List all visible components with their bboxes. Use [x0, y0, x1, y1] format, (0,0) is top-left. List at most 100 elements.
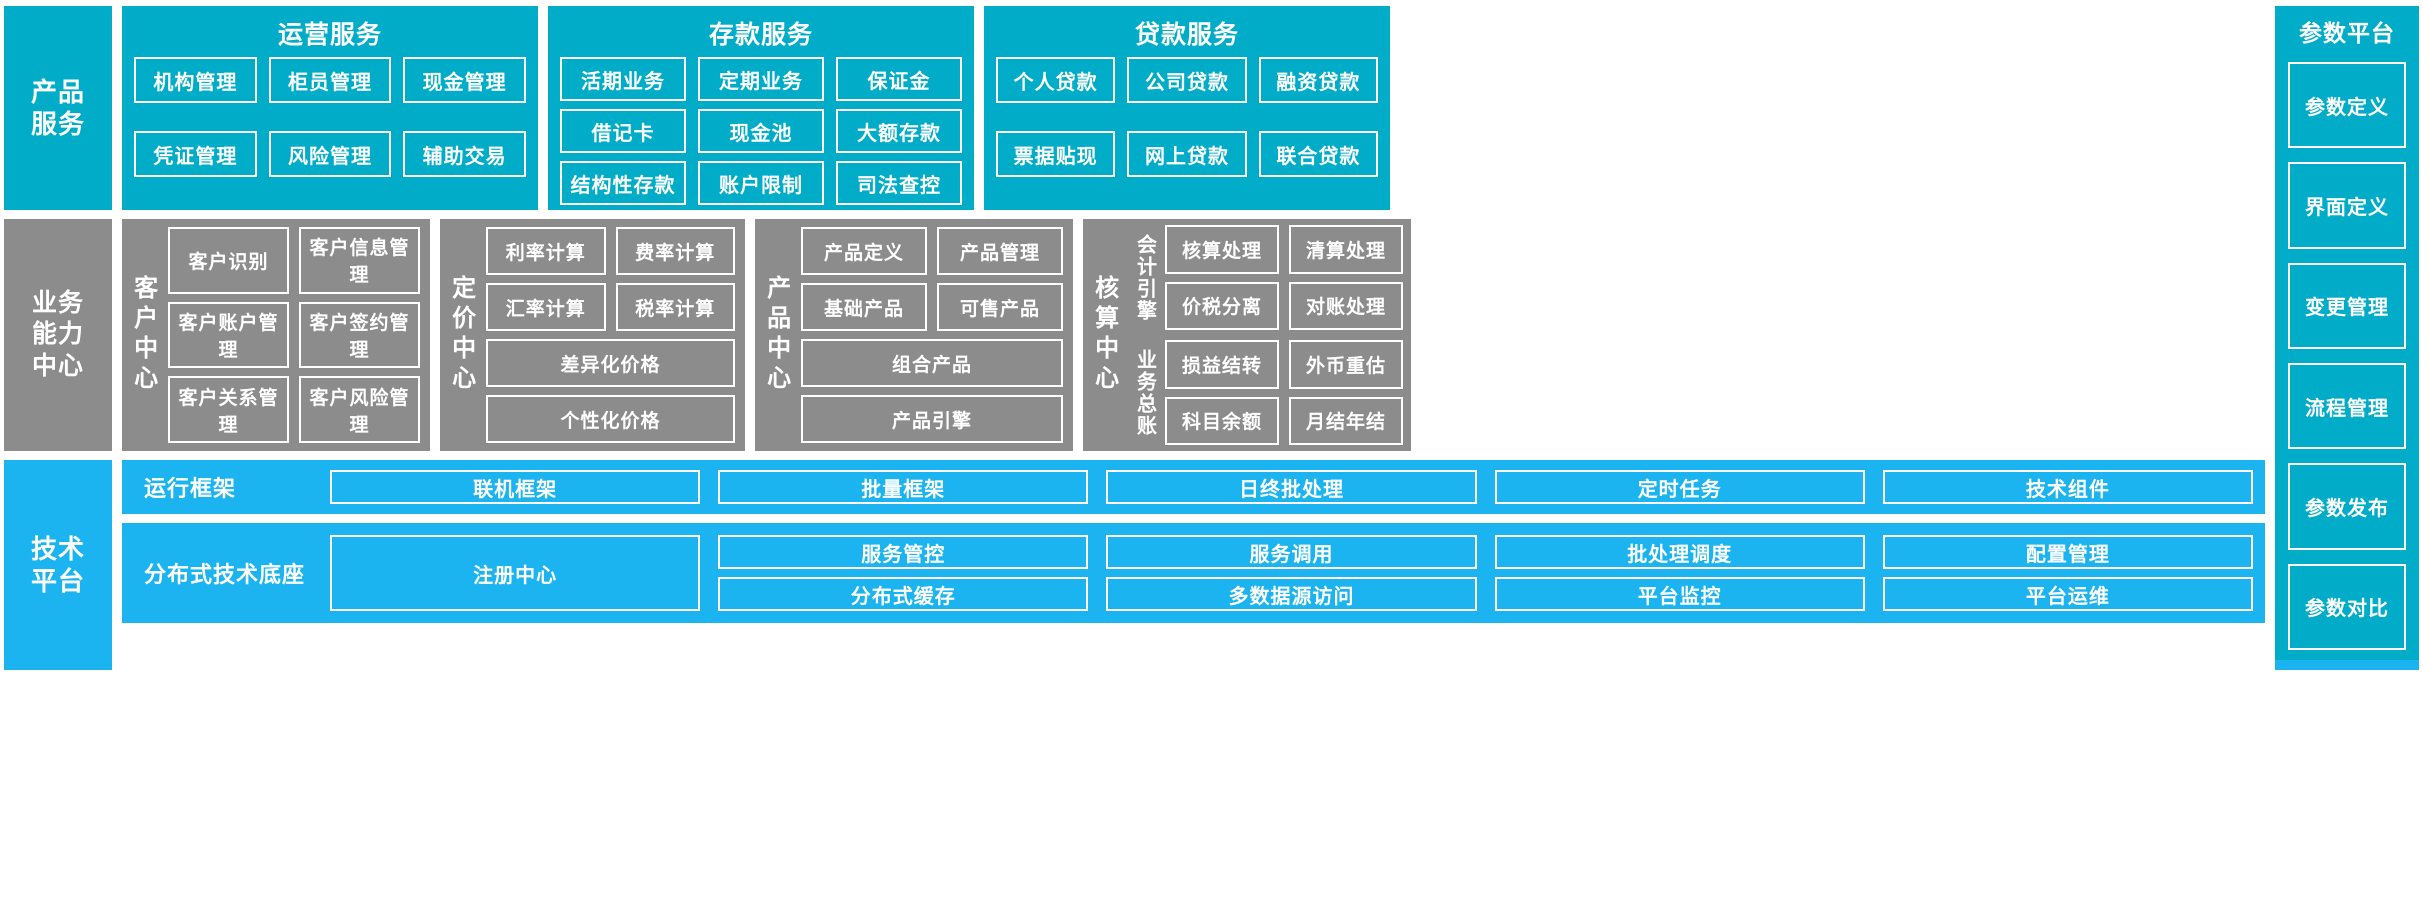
technical-platform-side-label: 技术平台 [4, 460, 112, 670]
item-deposit-7[interactable]: 账户限制 [698, 161, 824, 205]
item-foundation-6[interactable]: 平台监控 [1494, 577, 1865, 611]
business-capability-row: 业务能力中心 客户中心 客户识别 客户信息管理 客户账户管理 客户签约管理 客户… [4, 219, 2419, 451]
item-deposit-0[interactable]: 活期业务 [560, 57, 686, 101]
item-loan-0[interactable]: 个人贷款 [996, 57, 1116, 103]
technical-platform-row: 技术平台 运行框架 联机框架 批量框架 日终批处理 定时任务 技术组件 分布式技… [4, 460, 2419, 670]
item-loan-2[interactable]: 融资贷款 [1258, 57, 1378, 103]
item-product-5[interactable]: 产品引擎 [801, 395, 1063, 443]
item-pricing-1[interactable]: 费率计算 [615, 227, 735, 275]
item-customer-0[interactable]: 客户识别 [168, 227, 289, 294]
item-operation-1[interactable]: 柜员管理 [268, 57, 392, 103]
item-foundation-5[interactable]: 多数据源访问 [1106, 577, 1477, 611]
item-customer-3[interactable]: 客户签约管理 [299, 301, 420, 369]
item-param-3[interactable]: 流程管理 [2288, 362, 2406, 450]
center-customer-items: 客户识别 客户信息管理 客户账户管理 客户签约管理 客户关系管理 客户风险管理 [164, 219, 430, 451]
item-customer-5[interactable]: 客户风险管理 [299, 376, 420, 444]
group-deposit-service: 存款服务 活期业务 定期业务 保证金 借记卡 现金池 大额存款 结构性存款 账户… [548, 6, 974, 210]
group-deposit-title: 存款服务 [708, 21, 813, 49]
item-deposit-6[interactable]: 结构性存款 [560, 161, 686, 205]
item-loan-5[interactable]: 联合贷款 [1258, 131, 1378, 177]
item-deposit-4[interactable]: 现金池 [698, 109, 824, 153]
item-foundation-4[interactable]: 分布式缓存 [718, 577, 1089, 611]
technical-platform-side-label-text: 技术平台 [30, 533, 85, 597]
center-accounting-subgroups: 会计引擎 核算处理 清算处理 价税分离 对账处理 业务总账 损益结转 外币重估 … [1125, 219, 1411, 451]
item-product-4[interactable]: 组合产品 [801, 339, 1063, 387]
item-pricing-3[interactable]: 税率计算 [615, 283, 735, 331]
business-capability-side-label: 业务能力中心 [4, 219, 112, 451]
item-deposit-1[interactable]: 定期业务 [698, 57, 824, 101]
item-deposit-2[interactable]: 保证金 [836, 57, 962, 101]
subgroup-general-ledger-label: 业务总账 [1133, 348, 1156, 437]
item-operation-5[interactable]: 辅助交易 [403, 131, 526, 177]
item-ledger-3[interactable]: 月结年结 [1289, 396, 1403, 445]
band-distributed-foundation-label: 分布式技术底座 [144, 562, 306, 587]
band-runtime-framework-label: 运行框架 [144, 476, 237, 501]
item-param-5[interactable]: 参数对比 [2288, 563, 2406, 650]
subgroup-accounting-engine: 会计引擎 核算处理 清算处理 价税分离 对账处理 [1127, 225, 1403, 330]
item-product-2[interactable]: 基础产品 [801, 283, 927, 331]
item-runtime-3[interactable]: 定时任务 [1494, 470, 1865, 504]
item-customer-1[interactable]: 客户信息管理 [299, 227, 420, 294]
item-foundation-3[interactable]: 配置管理 [1882, 535, 2253, 569]
product-service-side-label: 产品服务 [4, 6, 112, 210]
item-product-0[interactable]: 产品定义 [801, 227, 927, 275]
item-operation-4[interactable]: 风险管理 [268, 131, 392, 177]
item-customer-4[interactable]: 客户关系管理 [168, 376, 289, 444]
center-pricing-items: 利率计算 费率计算 汇率计算 税率计算 差异化价格 个性化价格 [482, 219, 745, 451]
center-product: 产品中心 产品定义 产品管理 基础产品 可售产品 组合产品 产品引擎 [755, 219, 1073, 451]
item-loan-4[interactable]: 网上贷款 [1127, 131, 1247, 177]
param-platform-panel: 参数平台 参数定义 界面定义 变更管理 流程管理 参数发布 参数对比 [2275, 6, 2419, 660]
item-param-4[interactable]: 参数发布 [2288, 463, 2406, 550]
item-foundation-2[interactable]: 批处理调度 [1494, 535, 1865, 569]
item-acc-engine-1[interactable]: 清算处理 [1289, 225, 1403, 274]
business-capability-side-label-text: 业务能力中心 [31, 289, 84, 380]
item-pricing-4[interactable]: 差异化价格 [486, 339, 735, 387]
item-product-3[interactable]: 可售产品 [937, 283, 1063, 331]
group-operation-title: 运营服务 [277, 21, 382, 49]
item-pricing-5[interactable]: 个性化价格 [486, 395, 735, 443]
item-pricing-0[interactable]: 利率计算 [486, 227, 606, 275]
item-param-2[interactable]: 变更管理 [2288, 262, 2406, 349]
band-distributed-foundation: 分布式技术底座 注册中心 服务管控 服务调用 批处理调度 配置管理 分布式缓存 … [122, 523, 2265, 623]
item-deposit-8[interactable]: 司法查控 [836, 161, 962, 205]
item-acc-engine-3[interactable]: 对账处理 [1289, 281, 1403, 330]
item-runtime-0[interactable]: 联机框架 [330, 470, 701, 504]
item-runtime-2[interactable]: 日终批处理 [1106, 470, 1477, 504]
deposit-service-items: 活期业务 定期业务 保证金 借记卡 现金池 大额存款 结构性存款 账户限制 司法… [548, 51, 974, 215]
item-ledger-1[interactable]: 外币重估 [1289, 340, 1403, 389]
item-deposit-5[interactable]: 大额存款 [836, 109, 962, 153]
item-deposit-3[interactable]: 借记卡 [560, 109, 686, 153]
band-runtime-framework: 运行框架 联机框架 批量框架 日终批处理 定时任务 技术组件 [122, 460, 2265, 514]
item-operation-2[interactable]: 现金管理 [403, 57, 526, 103]
center-accounting: 核算中心 会计引擎 核算处理 清算处理 价税分离 对账处理 业务总账 损益结转 [1083, 219, 1411, 451]
item-param-0[interactable]: 参数定义 [2288, 62, 2406, 149]
subgroup-accounting-engine-label: 会计引擎 [1133, 233, 1156, 322]
center-pricing: 定价中心 利率计算 费率计算 汇率计算 税率计算 差异化价格 个性化价格 [440, 219, 745, 451]
item-acc-engine-2[interactable]: 价税分离 [1165, 281, 1279, 330]
item-param-1[interactable]: 界面定义 [2288, 162, 2406, 249]
item-ledger-2[interactable]: 科目余额 [1165, 396, 1279, 445]
item-operation-3[interactable]: 凭证管理 [134, 131, 257, 177]
item-runtime-4[interactable]: 技术组件 [1882, 470, 2253, 504]
item-ledger-0[interactable]: 损益结转 [1165, 340, 1279, 389]
item-product-1[interactable]: 产品管理 [937, 227, 1063, 275]
item-loan-1[interactable]: 公司贷款 [1127, 57, 1247, 103]
item-operation-0[interactable]: 机构管理 [134, 57, 257, 103]
item-customer-2[interactable]: 客户账户管理 [168, 301, 289, 369]
item-loan-3[interactable]: 票据贴现 [996, 131, 1116, 177]
subgroup-general-ledger: 业务总账 损益结转 外币重估 科目余额 月结年结 [1127, 340, 1403, 445]
item-foundation-1[interactable]: 服务调用 [1106, 535, 1477, 569]
item-foundation-0[interactable]: 服务管控 [718, 535, 1089, 569]
product-service-row: 产品服务 运营服务 机构管理 柜员管理 现金管理 凭证管理 风险管理 辅助交易 … [4, 6, 2419, 210]
group-loan-title: 贷款服务 [1134, 21, 1239, 49]
loan-service-items: 个人贷款 公司贷款 融资贷款 票据贴现 网上贷款 联合贷款 [984, 51, 1390, 187]
center-customer: 客户中心 客户识别 客户信息管理 客户账户管理 客户签约管理 客户关系管理 客户… [122, 219, 430, 451]
item-registry-center[interactable]: 注册中心 [330, 535, 701, 611]
item-pricing-2[interactable]: 汇率计算 [486, 283, 606, 331]
center-product-label: 产品中心 [762, 275, 790, 395]
center-pricing-label: 定价中心 [447, 275, 475, 395]
item-foundation-7[interactable]: 平台运维 [1882, 577, 2253, 611]
item-acc-engine-0[interactable]: 核算处理 [1165, 225, 1279, 274]
item-runtime-1[interactable]: 批量框架 [718, 470, 1089, 504]
